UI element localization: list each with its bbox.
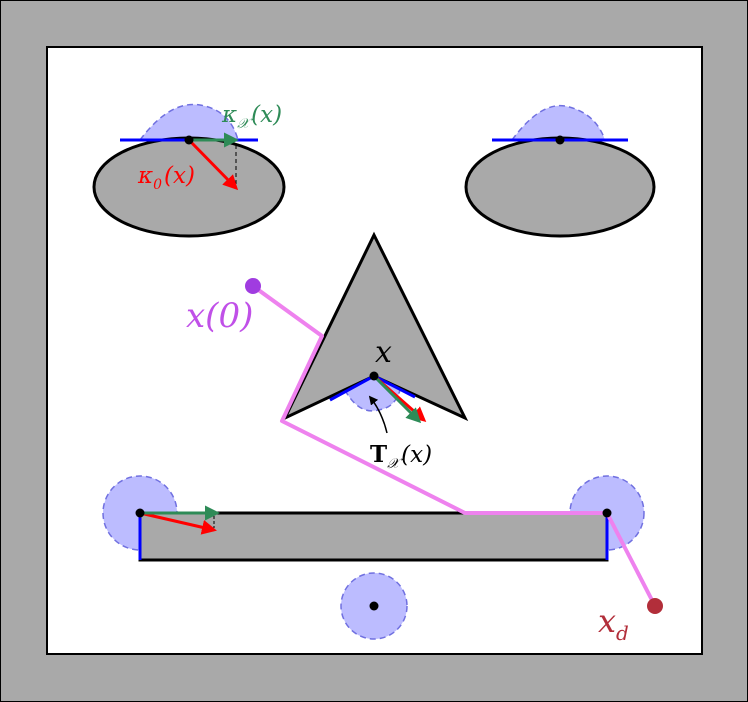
dot-right-ellipse — [555, 135, 565, 145]
dot-rect-right — [602, 508, 612, 518]
dot-interior — [369, 601, 379, 611]
goal-point — [647, 598, 663, 614]
dot-triangle-vertex — [369, 371, 379, 381]
rect-red-arrow — [139, 511, 217, 535]
cone-left-ellipse — [138, 103, 239, 141]
tangent-cone-label: T𝒳(x) — [370, 441, 432, 472]
kappa-0-label: κ0(x) — [137, 163, 195, 193]
obstacle-ellipse-right — [464, 136, 656, 238]
start-label: x(0) — [186, 296, 253, 336]
tangent-cone-pointer — [368, 395, 388, 434]
dot-rect-left — [135, 508, 145, 518]
dot-left-ellipse — [184, 135, 194, 145]
triangle-green-arrow — [372, 374, 422, 424]
point-x-label: x — [375, 335, 392, 370]
obstacle-rectangle — [138, 511, 609, 562]
start-point — [245, 278, 261, 294]
goal-label: xd — [598, 602, 629, 645]
cone-right-ellipse — [510, 104, 607, 141]
kappa-x-label: κ𝒳(x) — [221, 102, 282, 132]
trajectory-path — [251, 284, 657, 607]
kappa-0-arrow — [187, 138, 239, 191]
